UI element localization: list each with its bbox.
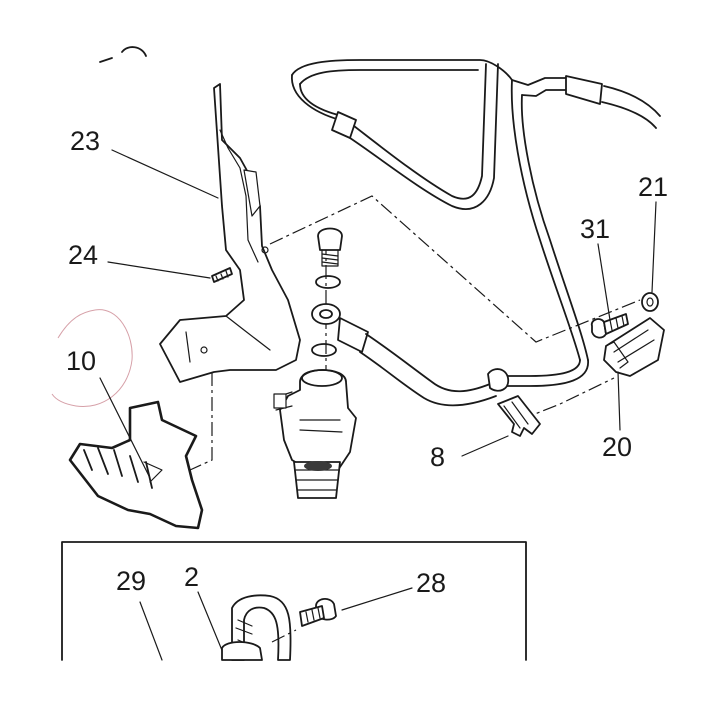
callout-21: 21 xyxy=(638,172,668,202)
detail-inset xyxy=(61,541,527,661)
part-10-guard xyxy=(68,400,204,530)
part-21-washer xyxy=(641,292,659,312)
master-cylinder xyxy=(273,227,357,499)
callout-2: 2 xyxy=(184,562,199,592)
callout-10: 10 xyxy=(66,346,96,376)
callout-20: 20 xyxy=(602,432,632,462)
top-left-fragment xyxy=(99,46,147,63)
part-24-screw xyxy=(211,267,233,283)
callout-23: 23 xyxy=(70,126,100,156)
callout-labels: 23 24 10 21 31 8 20 29 2 28 xyxy=(66,126,668,598)
part-20-clamp xyxy=(603,317,665,377)
callout-29: 29 xyxy=(116,566,146,596)
lower-hose xyxy=(337,317,510,407)
callout-24: 24 xyxy=(68,240,98,270)
callout-28: 28 xyxy=(416,568,446,598)
highlight-marker xyxy=(51,309,133,408)
callout-8: 8 xyxy=(430,442,445,472)
part-23-bracket xyxy=(159,83,301,383)
part-31-bolt xyxy=(590,313,629,339)
part-8-clip xyxy=(497,395,541,437)
callout-31: 31 xyxy=(580,214,610,244)
